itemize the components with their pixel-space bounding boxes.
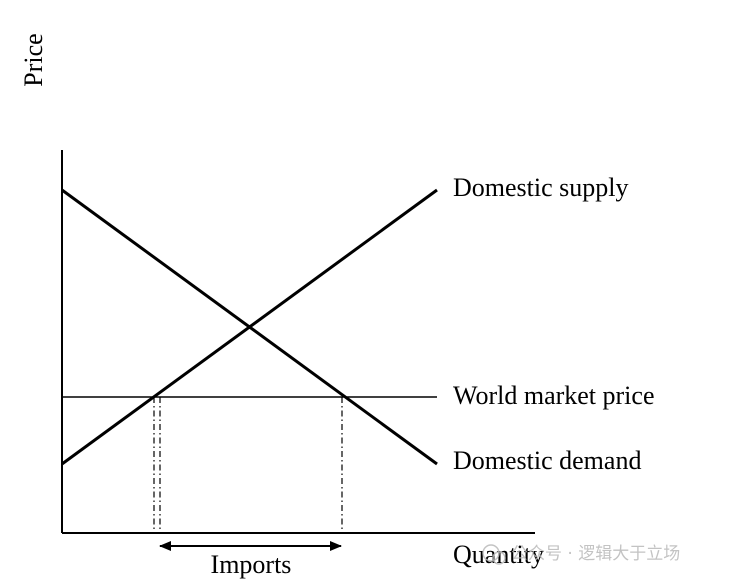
y-axis-label: Price [19, 33, 48, 86]
domestic-supply-curve [61, 188, 438, 466]
imports-label: Imports [211, 550, 292, 579]
domestic-demand-label: Domestic demand [453, 446, 641, 475]
domestic-supply-label: Domestic supply [453, 173, 629, 202]
wechat-icon [482, 544, 500, 562]
watermark: 公众号 · 逻辑大于立场 [482, 544, 680, 565]
wechat-icon-inner [492, 551, 506, 565]
world-market-price-label: World market price [453, 381, 655, 410]
watermark-text: 公众号 · 逻辑大于立场 [511, 544, 680, 564]
